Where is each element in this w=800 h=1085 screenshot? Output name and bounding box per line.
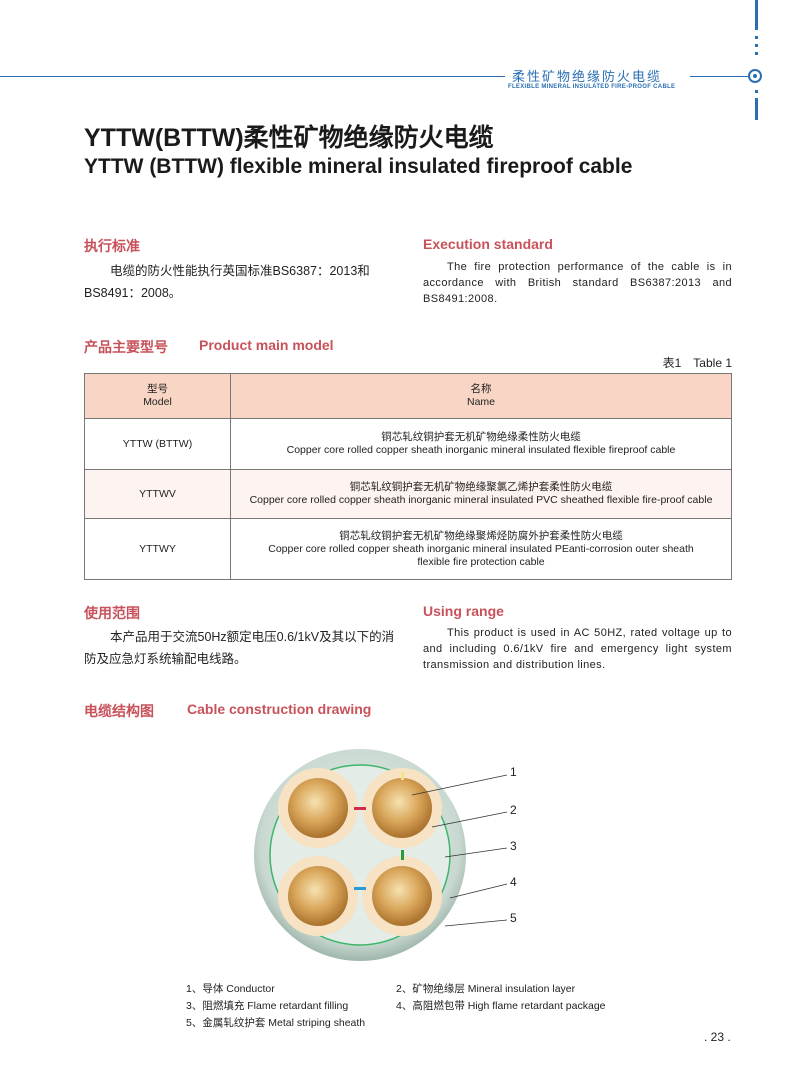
legend-item: 4、高阻燃包带 High flame retardant package [396,1000,606,1012]
core-marker-blue [354,887,366,890]
header-title-cn: 柔性矿物绝缘防火电缆 [512,69,663,84]
legend-item: 5、金属轧纹护套 Metal striping sheath [186,1017,366,1029]
row-model: YTTWY [84,518,231,580]
conductor [288,778,348,838]
callout-2: 2 [510,803,517,817]
range-text-cn: 本产品用于交流50Hz额定电压0.6/1kV及其以下的消防及应急灯系统输配电线路… [84,630,395,666]
header-vertical-dash [755,52,758,55]
model-table: 型号 Model 名称 Name YTTW (BTTW) 铜芯轧纹铜护套无机矿物… [84,373,732,580]
drawing-heading-cn: 电缆结构图 [84,703,154,719]
row-name-cn: 铜芯轧纹铜护套无机矿物绝缘聚氯乙烯护套柔性防火电缆 [349,481,613,493]
legend-item: 2、矿物绝缘层 Mineral insulation layer [396,983,576,995]
header-target-icon [748,69,762,83]
header-model-cn: 型号 [147,383,168,395]
header-vertical-dash [755,36,758,39]
range-text-en: This product is used in AC 50HZ, rated v… [423,627,732,671]
row-name-en: Copper core rolled copper sheath inorgan… [286,444,676,456]
callout-1: 1 [510,765,517,779]
conductor [288,866,348,926]
execution-heading-cn: 执行标准 [84,238,140,254]
core-marker-red [354,807,366,810]
execution-text-en: The fire protection performance of the c… [423,261,732,305]
table-header-row: 型号 Model 名称 Name [84,373,732,419]
row-name-cn: 铜芯轧纹铜护套无机矿物绝缘柔性防火电缆 [381,431,581,443]
header-rule-left [0,76,505,77]
callout-line-2 [431,811,508,828]
cable-cross-section [254,749,508,961]
execution-heading-en: Execution standard [423,236,553,252]
legend-item: 3、阻燃填充 Flame retardant filling [186,1000,349,1012]
row-name-cn: 铜芯轧纹铜护套无机矿物绝缘聚烯烃防腐外护套柔性防火电缆 [339,529,623,542]
header-name-cn: 名称 [470,383,492,395]
range-heading-cn: 使用范围 [84,605,140,621]
conductor [372,866,432,926]
callout-line-4 [449,883,508,899]
row-name: 铜芯轧纹铜护套无机矿物绝缘聚氯乙烯护套柔性防火电缆 Copper core ro… [230,469,732,519]
table-caption: 表1 Table 1 [662,356,732,370]
row-model: YTTWV [84,469,231,519]
table-row: YTTW (BTTW) 铜芯轧纹铜护套无机矿物绝缘柔性防火电缆 Copper c… [84,418,732,470]
page-title-en: YTTW (BTTW) flexible mineral insulated f… [84,155,633,178]
callout-line-3 [444,847,508,858]
callout-4: 4 [510,875,517,889]
row-name-en: Copper core rolled copper sheath inorgan… [268,542,694,555]
execution-text-cn: 电缆的防火性能执行英国标准BS6387：2013和BS8491：2008。 [84,264,370,300]
drawing-heading-en: Cable construction drawing [187,701,372,717]
conductor [372,778,432,838]
row-name: 铜芯轧纹铜护套无机矿物绝缘聚烯烃防腐外护套柔性防火电缆 Copper core … [230,518,732,580]
header-model-en: Model [143,396,172,408]
header-vertical-bar [755,0,758,30]
header-vertical-dash [755,90,758,93]
page-number: . 23 . [704,1030,731,1044]
header-name: 名称 Name [230,373,732,419]
row-model: YTTW (BTTW) [84,418,231,470]
range-heading-en: Using range [423,603,504,619]
row-name-en: Copper core rolled copper sheath inorgan… [249,494,713,506]
callout-line-1 [411,774,508,796]
header-vertical-bar [755,98,758,120]
callout-line-5 [444,919,508,927]
table-row: YTTWV 铜芯轧纹铜护套无机矿物绝缘聚氯乙烯护套柔性防火电缆 Copper c… [84,469,732,519]
legend-item: 1、导体 Conductor [186,983,275,995]
header-model: 型号 Model [84,373,231,419]
page-title-cn: YTTW(BTTW)柔性矿物绝缘防火电缆 [84,124,494,152]
row-name: 铜芯轧纹铜护套无机矿物绝缘柔性防火电缆 Copper core rolled c… [230,418,732,470]
header-title-en: FLEXIBLE MINERAL INSULATED FIRE-PROOF CA… [508,84,676,90]
model-heading-en: Product main model [199,337,334,353]
core-marker-green [401,850,404,860]
callout-3: 3 [510,839,517,853]
header-rule-right [690,76,748,77]
header-name-en: Name [466,396,495,408]
header-vertical-dash [755,44,758,47]
model-heading-cn: 产品主要型号 [84,339,168,355]
table-row: YTTWY 铜芯轧纹铜护套无机矿物绝缘聚烯烃防腐外护套柔性防火电缆 Copper… [84,518,732,580]
callout-5: 5 [510,911,517,925]
core-marker-yellow [401,772,404,780]
row-name-en-cont: flexible fire protection cable [417,555,545,568]
